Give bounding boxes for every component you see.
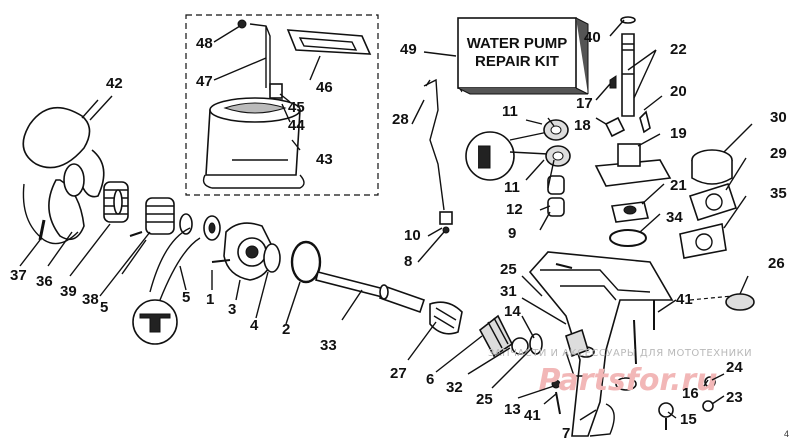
callout-8: 8: [404, 253, 412, 270]
callout-47: 47: [196, 73, 213, 90]
water-pump-repair-kit-box: WATER PUMP REPAIR KIT: [423, 17, 589, 95]
callout-6: 6: [426, 371, 434, 388]
watermark-site: Partsfor.ru: [538, 363, 717, 398]
callout-40: 40: [584, 29, 601, 46]
callout-22: 22: [670, 41, 687, 58]
callout-5b: 5: [182, 289, 190, 306]
callout-43: 43: [316, 151, 333, 168]
callout-27: 27: [390, 365, 407, 382]
callout-20: 20: [670, 83, 687, 100]
callout-7: 7: [562, 425, 570, 442]
callout-11a: 11: [502, 103, 518, 120]
prop-hub-parts: [103, 181, 221, 241]
bearing-housing: [211, 222, 322, 284]
bearing-detail: [465, 119, 571, 217]
callout-28: 28: [392, 111, 409, 128]
propeller-shaft: [315, 271, 463, 335]
callout-11b: 11: [504, 179, 520, 196]
callout-24: 24: [726, 359, 743, 376]
callout-numbers: 48 47 46 45 44 43 49 40 22 17 20 42 28 1…: [10, 29, 787, 442]
kit-label-line1: WATER PUMP: [467, 35, 568, 52]
shift-rod: [423, 78, 453, 234]
propeller: [22, 99, 105, 245]
callout-41a: 41: [676, 291, 693, 308]
callout-29: 29: [770, 145, 787, 162]
callout-32: 32: [446, 379, 463, 396]
callout-13: 13: [504, 401, 521, 418]
callout-14: 14: [504, 303, 521, 320]
callout-41b: 41: [524, 407, 541, 424]
callout-35: 35: [770, 185, 787, 202]
pump-base: [594, 143, 672, 223]
callout-12: 12: [506, 201, 523, 218]
watermark-tagline: ЗАПЧАСТИ И АКСЕССУАРЫ ДЛЯ МОТОТЕХНИКИ: [488, 348, 752, 359]
callout-3: 3: [228, 301, 236, 318]
callout-30: 30: [770, 109, 787, 126]
impeller-parts: [609, 149, 738, 259]
callout-38: 38: [82, 291, 99, 308]
callout-49: 49: [400, 41, 417, 58]
drive-shaft: [604, 16, 651, 138]
drain-plugs: [658, 376, 716, 430]
callout-23: 23: [726, 389, 743, 406]
callout-9: 9: [508, 225, 516, 242]
gearcase: [528, 251, 755, 437]
callout-15: 15: [680, 411, 697, 428]
leader-lines: [19, 19, 753, 421]
callout-37: 37: [10, 267, 27, 284]
callout-16: 16: [682, 385, 699, 402]
kit-label-line2: REPAIR KIT: [475, 53, 559, 70]
callout-18: 18: [574, 117, 591, 134]
page-number: 4: [784, 429, 789, 439]
callout-36: 36: [36, 273, 53, 290]
callout-2: 2: [282, 321, 290, 338]
callout-25b: 25: [476, 391, 493, 408]
callout-19: 19: [670, 125, 687, 142]
callout-4: 4: [250, 317, 259, 334]
gears: [478, 300, 655, 415]
callout-5a: 5: [100, 299, 108, 316]
impeller-housing-inset: [185, 14, 379, 196]
callout-31: 31: [500, 283, 517, 300]
callout-48: 48: [196, 35, 213, 52]
callout-1: 1: [206, 291, 214, 308]
callout-33: 33: [320, 337, 337, 354]
seal-detail: [132, 227, 201, 345]
callout-39: 39: [60, 283, 77, 300]
callout-17: 17: [576, 95, 593, 112]
callout-46: 46: [316, 79, 333, 96]
callout-34: 34: [666, 209, 683, 226]
callout-21: 21: [670, 177, 687, 194]
callout-44: 44: [288, 117, 305, 134]
callout-26: 26: [768, 255, 785, 272]
callout-45: 45: [288, 99, 305, 116]
callout-25a: 25: [500, 261, 517, 278]
callout-10: 10: [404, 227, 421, 244]
callout-42: 42: [106, 75, 123, 92]
